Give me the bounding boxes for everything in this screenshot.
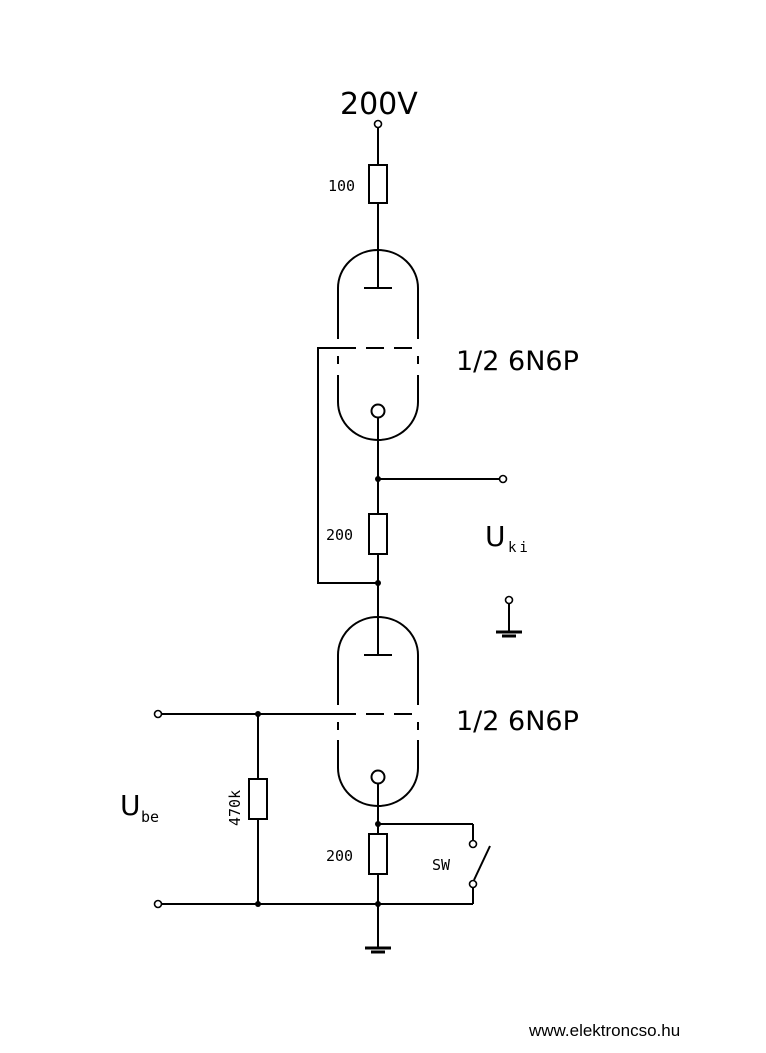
anode-resistor [368,164,388,204]
lower-cathode-resistor [368,833,388,875]
lower-tube-label: 1/2 6N6P [456,706,579,737]
switch-contact-bottom [468,879,478,889]
output-voltage-main: U [485,520,506,553]
supply-terminal [373,119,383,129]
anode-resistor-value: 100 [328,177,355,195]
lower-tube-envelope [337,616,419,807]
supply-voltage-label: 200V [340,87,418,122]
output-voltage-subscript: ki [508,540,531,556]
website-label: www.elektroncso.hu [528,1021,680,1040]
upper-tube-envelope [337,249,419,441]
upper-cathode-resistor-value: 200 [326,526,353,544]
output-ground-terminal [504,595,514,605]
switch-label: SW [432,856,451,874]
switch-contact-top [468,839,478,849]
upper-cathode-resistor [368,513,388,555]
grid-leak-resistor [248,778,268,820]
output-terminal [498,474,508,484]
input-voltage-subscript: be [141,808,159,826]
grid-leak-resistor-value: 470k [226,790,244,826]
upper-tube-label: 1/2 6N6P [456,346,579,377]
lower-cathode-resistor-value: 200 [326,847,353,865]
upper-tube-cathode [370,403,386,419]
input-terminal-top [153,709,163,719]
upper-grid-feedback-wire [317,347,378,584]
lower-tube-cathode [370,769,386,785]
input-terminal-bottom [153,899,163,909]
input-voltage-main: U [120,789,141,822]
switch-blade [473,845,491,881]
